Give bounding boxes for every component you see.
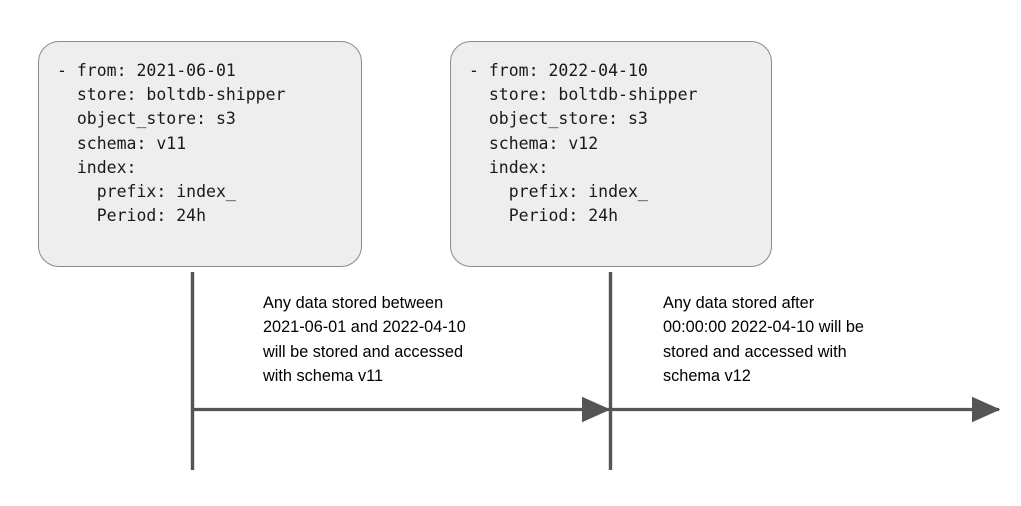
config-box-schema-v11: - from: 2021-06-01 store: boltdb-shipper… [38,41,362,267]
config-box-schema-v12-text: - from: 2022-04-10 store: boltdb-shipper… [469,61,698,226]
config-box-schema-v12: - from: 2022-04-10 store: boltdb-shipper… [450,41,772,267]
annotation-schema-v11: Any data stored between 2021-06-01 and 2… [263,294,466,385]
config-box-schema-v11-text: - from: 2021-06-01 store: boltdb-shipper… [57,61,286,226]
annotation-schema-v12: Any data stored after 00:00:00 2022-04-1… [663,294,864,385]
